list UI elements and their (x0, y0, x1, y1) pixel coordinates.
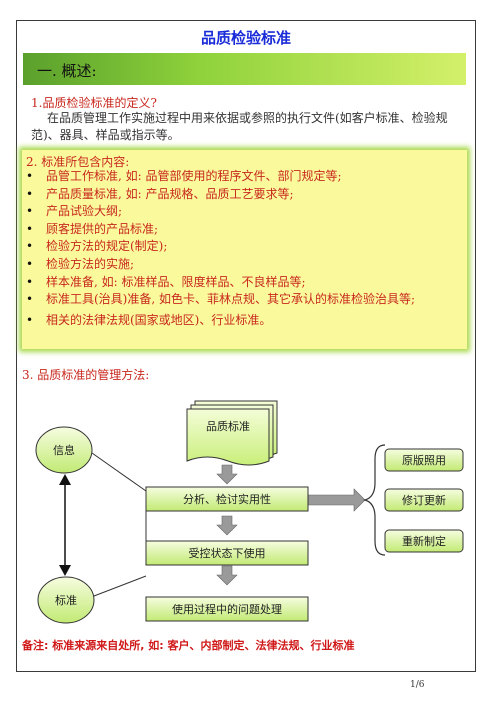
outcome-label: 修订更新 (402, 493, 446, 507)
footnote: 备注: 标准来源来自处所, 如: 客户、内部制定、法律法规、行业标准 (22, 639, 355, 652)
contents-list: •品管工作标准, 如: 品管部使用的程序文件、部门规定等; •产品质量标准, 如… (22, 168, 462, 329)
definition-heading: 1.品质检验标准的定义? (31, 96, 157, 110)
bullet-icon: • (26, 204, 34, 219)
controlled-box: 受控状态下使用 (145, 540, 309, 566)
info-connector (91, 452, 147, 492)
cycle-arrow (59, 474, 71, 576)
bullet-icon: • (26, 292, 34, 307)
bullet-icon: • (26, 312, 34, 327)
definition-text: 在品质管理工作实施过程中用来依据或参照的执行文件(如客户标准、检验规范)、器具、… (31, 111, 448, 142)
outcome-label: 原版照用 (402, 453, 446, 467)
controlled-label: 受控状态下使用 (189, 546, 266, 560)
flowchart: 品质标准 信息 标准 分析、检讨实 (35, 400, 464, 624)
document-label: 品质标准 (206, 419, 250, 433)
list-item: •标准工具(治具)准备, 如色卡、菲林点规、其它承认的标准检验治具等; (22, 291, 462, 309)
analyze-label: 分析、检讨实用性 (183, 492, 271, 506)
page-number: 1/6 (410, 680, 425, 690)
flow-arrows (216, 464, 366, 586)
outcome-box: 重新制定 (384, 529, 464, 553)
brace (362, 444, 386, 556)
standard-label: 标准 (55, 593, 77, 607)
list-item: •相关的法律法规(国家或地区)、行业标准。 (22, 312, 462, 330)
section-heading-band: 一. 概述: (23, 53, 466, 85)
bullet-icon: • (26, 274, 34, 289)
outcome-box: 修订更新 (384, 488, 464, 512)
standard-node: 标准 (37, 576, 95, 624)
analyze-box: 分析、检讨实用性 (145, 486, 309, 512)
list-item: •产品质量标准, 如: 产品规格、品质工艺要求等; (22, 186, 462, 204)
document-stack: 品质标准 (186, 400, 278, 466)
management-heading: 3. 品质标准的管理方法: (22, 368, 150, 382)
contents-heading: 2. 标准所包含内容: (26, 155, 130, 169)
standard-connector (93, 575, 147, 597)
page-frame: 品质检验标准 一. 概述: 1.品质检验标准的定义? 在品质管理工作实施过程中用… (16, 20, 476, 672)
bullet-icon: • (26, 169, 34, 183)
list-item: •样本准备, 如: 标准样品、限度样品、不良样品等; (22, 274, 462, 292)
problems-box: 使用过程中的问题处理 (145, 596, 309, 622)
bullet-icon: • (26, 239, 34, 254)
list-item: •检验方法的规定(制定); (22, 238, 462, 256)
problems-label: 使用过程中的问题处理 (172, 602, 282, 616)
list-item: •产品试验大纲; (22, 203, 462, 221)
contents-box: 2. 标准所包含内容: •品管工作标准, 如: 品管部使用的程序文件、部门规定等… (22, 150, 467, 349)
list-item: •检验方法的实施; (22, 256, 462, 274)
page-title: 品质检验标准 (200, 29, 291, 47)
outcome-box: 原版照用 (384, 448, 464, 472)
bullet-icon: • (26, 186, 34, 201)
list-item: •顾客提供的产品标准; (22, 221, 462, 239)
section-heading: 一. 概述: (37, 62, 97, 80)
bullet-icon: • (26, 256, 34, 271)
info-node: 信息 (35, 426, 93, 474)
list-item: •品管工作标准, 如: 品管部使用的程序文件、部门规定等; (22, 168, 462, 186)
outcome-label: 重新制定 (402, 534, 446, 548)
info-label: 信息 (53, 443, 75, 457)
bullet-icon: • (26, 221, 34, 236)
